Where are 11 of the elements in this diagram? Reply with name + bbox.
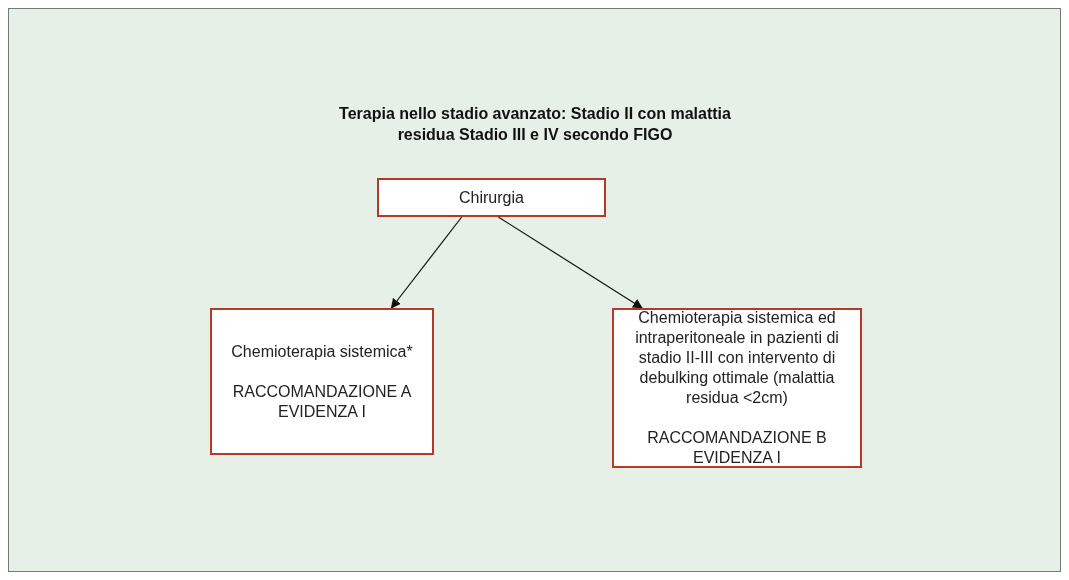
process-box — [377, 178, 606, 217]
arrow — [390, 216, 463, 309]
arrow — [497, 216, 643, 309]
diagram-title: Terapia nello stadio avanzato: Stadio II con malattia residua Stadio III e IV secondo FIGO — [338, 104, 732, 145]
process-box — [210, 308, 434, 455]
box-text: Chirurgia — [459, 187, 524, 208]
box-text: Chemioterapia sistemica* — [231, 341, 413, 362]
process-box — [612, 308, 862, 468]
box-text: Chemioterapia sistemica ed intraperitoneale in pazienti di stadio II-III con intervento di debulking ottimale (malattia residua <2cm) — [634, 308, 840, 408]
recommendation-text: RACCOMANDAZIONE B EVIDENZA I — [646, 428, 828, 468]
recommendation-text: RACCOMANDAZIONE A EVIDENZA I — [231, 381, 413, 422]
